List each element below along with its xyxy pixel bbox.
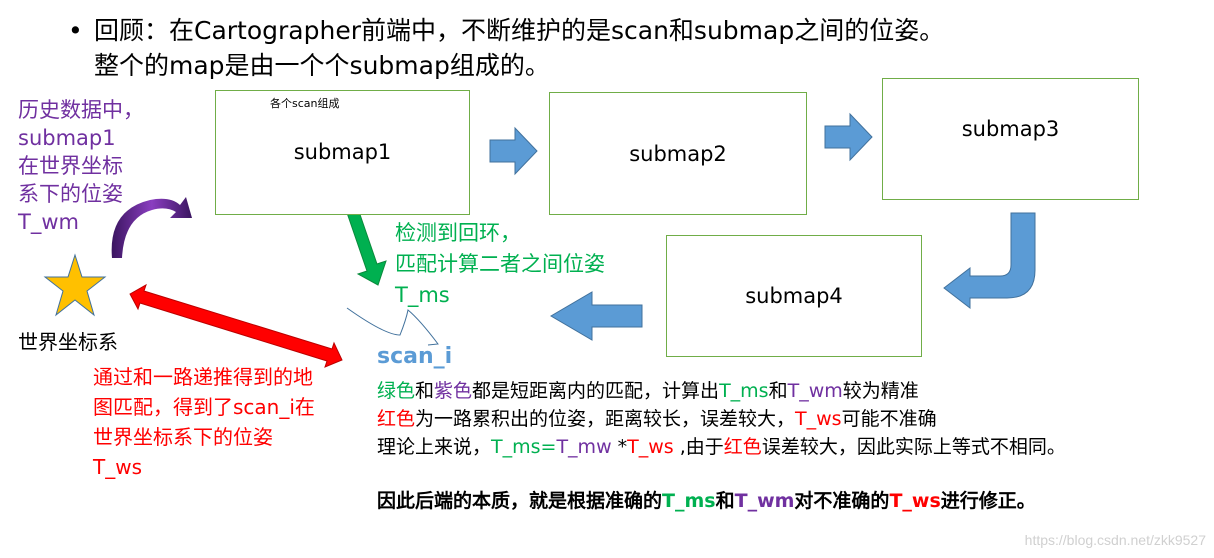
text-segment: T_ms	[491, 436, 541, 458]
pose-curved-arrow	[111, 197, 192, 258]
text-segment: 对不准确的	[794, 490, 890, 512]
note-line: 检测到回环，	[395, 221, 521, 245]
conclusion-line: 因此后端的本质，就是根据准确的T_ms和T_wm对不准确的T_ws进行修正。	[377, 487, 1066, 515]
submap-pose-note: 历史数据中， submap1 在世界坐标 系下的位姿 T_wm	[18, 96, 144, 236]
note-line: 系下的位姿	[18, 182, 123, 206]
text-segment: =	[540, 436, 557, 458]
note-line: 通过和一路递推得到的地	[93, 365, 313, 389]
submap4-label: submap4	[745, 284, 843, 308]
text-segment: T_ws	[627, 436, 674, 458]
text-segment: 和	[715, 490, 735, 512]
title-line-2: 整个的map是由一个个submap组成的。	[94, 51, 550, 80]
text-segment: ,由于	[673, 436, 724, 458]
note-line: 历史数据中，	[18, 98, 144, 122]
text-segment: 较为精准	[842, 380, 919, 402]
note-line: T_ws	[93, 455, 142, 479]
submap4-box: submap4	[666, 235, 922, 357]
submap3-box: submap3	[882, 78, 1139, 200]
world-frame-label: 世界坐标系	[18, 330, 118, 354]
explanation: 绿色和紫色都是短距离内的匹配，计算出T_ms和T_wm较为精准 红色为一路累积出…	[377, 377, 1066, 515]
arrow-submap4-to-scan	[550, 291, 643, 341]
watermark: https://blog.csdn.net/zkk9527	[1024, 532, 1206, 548]
text-segment: 为一路累积出的位姿，距离较长，误差较大，	[415, 408, 796, 430]
accumulated-pose-double-arrow	[129, 283, 343, 368]
explanation-line-2: 红色为一路累积出的位姿，距离较长，误差较大，T_ws可能不准确	[377, 405, 1066, 433]
submap2-label: submap2	[629, 141, 727, 166]
scan-i-squiggle-icon	[346, 307, 439, 346]
text-segment: T_wm	[787, 380, 843, 402]
arrow-submap2-to-submap3	[824, 112, 873, 162]
submap1-box: submap1	[215, 90, 470, 215]
title-line-1: 回顾：在Cartographer前端中，不断维护的是scan和submap之间的…	[94, 16, 945, 45]
submap3-label: submap3	[961, 117, 1060, 141]
note-line: 在世界坐标	[18, 154, 123, 178]
world-frame-star	[43, 253, 107, 317]
text-segment: 误差较大，因此实际上等式不相同。	[761, 436, 1066, 458]
text-segment: 紫色	[434, 380, 473, 402]
text-segment: 绿色	[377, 380, 416, 402]
arrow-submap3-to-submap4	[943, 212, 1036, 310]
scan-i-label: scan_i	[377, 344, 453, 369]
bullet: •	[68, 16, 83, 45]
text-segment: T_wm	[734, 490, 795, 512]
text-segment: 都是短距离内的匹配，计算出	[472, 380, 720, 402]
text-segment: T_ws	[889, 490, 941, 512]
text-segment: 可能不准确	[841, 408, 937, 430]
explanation-line-1: 绿色和紫色都是短距离内的匹配，计算出T_ms和T_wm较为精准	[377, 377, 1066, 405]
text-segment: T_mw	[556, 436, 618, 458]
note-line: T_ms	[395, 283, 450, 307]
submap1-label: submap1	[293, 139, 392, 164]
accumulated-pose-note: 通过和一路递推得到的地 图匹配，得到了scan_i在 世界坐标系下的位姿 T_w…	[93, 362, 315, 482]
text-segment: 和	[768, 380, 788, 402]
text-segment: 和	[415, 380, 435, 402]
note-line: submap1	[18, 126, 116, 150]
text-segment: T_ws	[795, 408, 842, 430]
text-segment: 理论上来说，	[377, 436, 492, 458]
text-segment: T_ms	[719, 380, 769, 402]
text-segment: T_ms	[662, 490, 716, 512]
arrow-submap1-to-submap2	[489, 126, 538, 176]
submap2-box: submap2	[549, 92, 807, 215]
explanation-line-3: 理论上来说，T_ms=T_mw *T_ws ,由于红色误差较大，因此实际上等式不…	[377, 433, 1066, 461]
text-segment: 进行修正。	[940, 490, 1036, 512]
text-segment: 红色	[377, 408, 416, 430]
note-line: T_wm	[18, 210, 79, 234]
text-segment: 红色	[723, 436, 762, 458]
note-line: 图匹配，得到了scan_i在	[93, 395, 315, 419]
loop-closure-note: 检测到回环， 匹配计算二者之间位姿 T_ms	[395, 218, 605, 311]
note-line: 世界坐标系下的位姿	[93, 425, 273, 449]
text-segment: *	[617, 436, 628, 458]
submap1-note: 各个scan组成	[270, 97, 340, 110]
note-line: 匹配计算二者之间位姿	[395, 252, 605, 276]
text-segment: 因此后端的本质，就是根据准确的	[377, 490, 663, 512]
